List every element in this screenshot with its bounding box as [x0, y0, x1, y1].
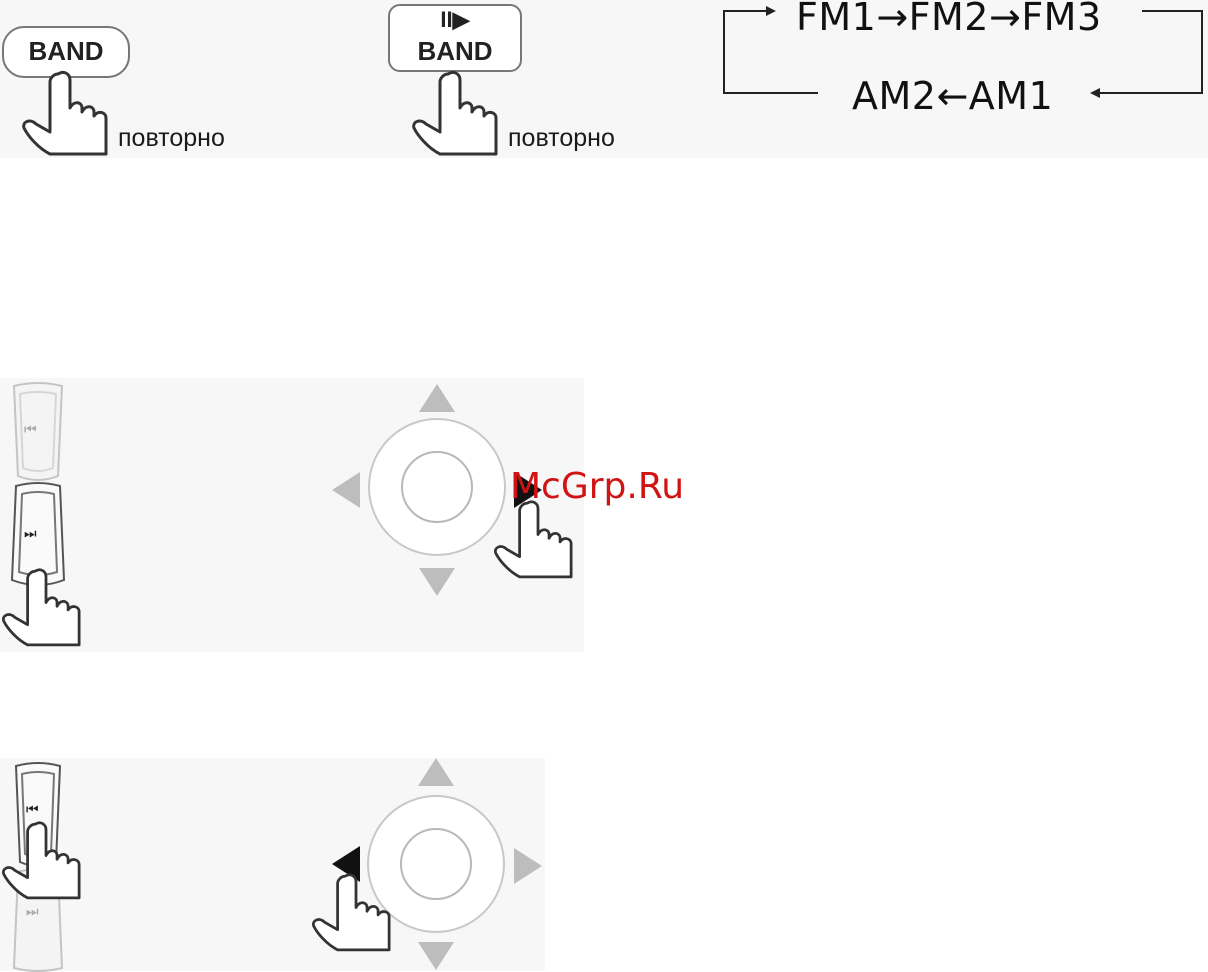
- pointing-hand-icon: [0, 565, 92, 653]
- arrow-down-icon[interactable]: [418, 942, 454, 970]
- am-band-sequence: AM2←AM1: [852, 74, 1053, 118]
- repeat-caption-2: повторно: [508, 124, 615, 153]
- arrow-right-icon[interactable]: [514, 848, 542, 884]
- pointing-hand-icon: [0, 818, 92, 906]
- arrow-left-icon[interactable]: [332, 472, 360, 508]
- pointing-hand-icon: [492, 497, 584, 585]
- skip-next-glyph-2: ⏭: [26, 904, 39, 920]
- repeat-caption: повторно: [118, 124, 225, 153]
- pointing-hand-icon: [410, 70, 510, 160]
- pointing-hand-icon: [310, 870, 402, 958]
- arrow-down-icon[interactable]: [419, 568, 455, 596]
- skip-next-glyph: ⏭: [24, 526, 37, 542]
- skip-prev-glyph-2: ⏮: [26, 802, 39, 818]
- play-pause-glyph: II▶: [388, 7, 522, 33]
- band-button-label: BAND: [2, 36, 130, 67]
- fm-band-sequence: FM1→FM2→FM3: [796, 0, 1102, 39]
- pointing-hand-icon: [20, 70, 120, 160]
- band-button-2-label: BAND: [388, 36, 522, 67]
- watermark: McGrp.Ru: [510, 466, 684, 507]
- arrow-up-icon[interactable]: [419, 384, 455, 412]
- arrow-up-icon[interactable]: [418, 758, 454, 786]
- skip-prev-glyph: ⏮: [24, 422, 37, 438]
